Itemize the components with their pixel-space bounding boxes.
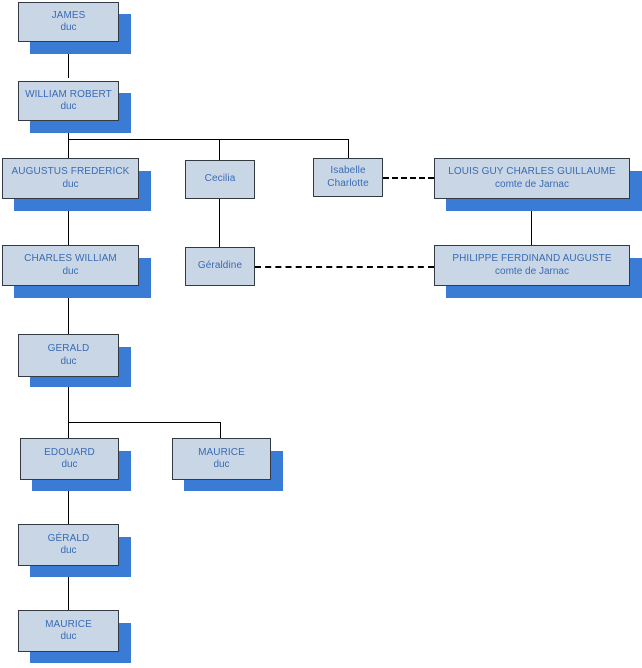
node-louis-guy-charles-guillaume[interactable]: LOUIS GUY CHARLES GUILLAUME comte de Jar… xyxy=(434,158,630,199)
node-title: duc xyxy=(213,459,230,470)
connector-drop-edouard xyxy=(68,422,69,438)
node-title: duc xyxy=(60,545,77,556)
node-name: PHILIPPE FERDINAND AUGUSTE xyxy=(452,253,612,264)
node-title: comte de Jarnac xyxy=(495,178,569,190)
node-cecilia[interactable]: Cecilia xyxy=(185,160,255,199)
node-charles-william[interactable]: CHARLES WILLIAM duc xyxy=(2,245,139,286)
node-name: WILLIAM ROBERT xyxy=(25,88,112,100)
marriage-isabelle-louis xyxy=(383,177,434,179)
node-geraldine[interactable]: Géraldine xyxy=(185,247,255,286)
node-name: EDOUARD xyxy=(44,446,95,458)
node-maurice-first[interactable]: MAURICE duc xyxy=(172,438,271,480)
node-title: duc xyxy=(60,22,77,33)
node-philippe-ferdinand-auguste[interactable]: PHILIPPE FERDINAND AUGUSTE comte de Jarn… xyxy=(434,245,630,286)
connector-drop-cecilia xyxy=(219,139,220,160)
node-title: duc xyxy=(60,631,77,642)
node-title: duc xyxy=(61,459,78,470)
node-title: duc xyxy=(60,355,77,367)
connector-drop-maurice1 xyxy=(220,422,221,438)
node-gerald-first[interactable]: GERALD duc xyxy=(18,334,119,377)
node-isabelle-charlotte[interactable]: Isabelle Charlotte xyxy=(313,158,383,197)
node-name: JAMES xyxy=(51,9,86,21)
connector-sibling-bar-gen7 xyxy=(68,422,221,423)
connector-sibling-bar-gen3 xyxy=(68,139,349,140)
node-james[interactable]: JAMES duc xyxy=(18,2,119,42)
connector-edouard-gerald2 xyxy=(68,480,69,524)
node-name: MAURICE xyxy=(45,618,92,630)
connector-louis-philippe xyxy=(531,198,532,245)
connector-charles-gerald xyxy=(68,286,69,334)
connector-gerald-down xyxy=(68,377,69,422)
connector-drop-augustus xyxy=(68,139,69,158)
node-name: Cecilia xyxy=(204,173,236,185)
connector-gerald2-maurice2 xyxy=(68,566,69,610)
node-name: AUGUSTUS FREDERICK xyxy=(11,166,130,177)
node-name: CHARLES WILLIAM xyxy=(24,253,117,264)
node-name: Géraldine xyxy=(197,260,243,272)
node-name: Isabelle Charlotte xyxy=(327,165,369,189)
node-name: MAURICE xyxy=(198,446,245,458)
node-edouard[interactable]: EDOUARD duc xyxy=(20,438,119,480)
node-augustus-frederick[interactable]: AUGUSTUS FREDERICK duc xyxy=(2,158,139,199)
node-name: GÉRALD xyxy=(47,532,90,544)
node-name: LOUIS GUY CHARLES GUILLAUME xyxy=(448,166,616,177)
connector-drop-isabelle xyxy=(348,139,349,158)
node-title: duc xyxy=(60,101,77,112)
node-william-robert[interactable]: WILLIAM ROBERT duc xyxy=(18,81,119,121)
node-maurice-second[interactable]: MAURICE duc xyxy=(18,610,119,652)
node-title: comte de Jarnac xyxy=(495,265,569,277)
node-name: GERALD xyxy=(47,343,90,354)
connector-augustus-charles xyxy=(68,200,69,245)
connector-cecilia-geraldine xyxy=(219,198,220,247)
node-gerald-second[interactable]: GÉRALD duc xyxy=(18,524,119,566)
node-title: duc xyxy=(62,178,79,190)
connector-james-william xyxy=(68,41,69,78)
node-title: duc xyxy=(62,265,79,277)
marriage-geraldine-philippe xyxy=(255,266,434,268)
